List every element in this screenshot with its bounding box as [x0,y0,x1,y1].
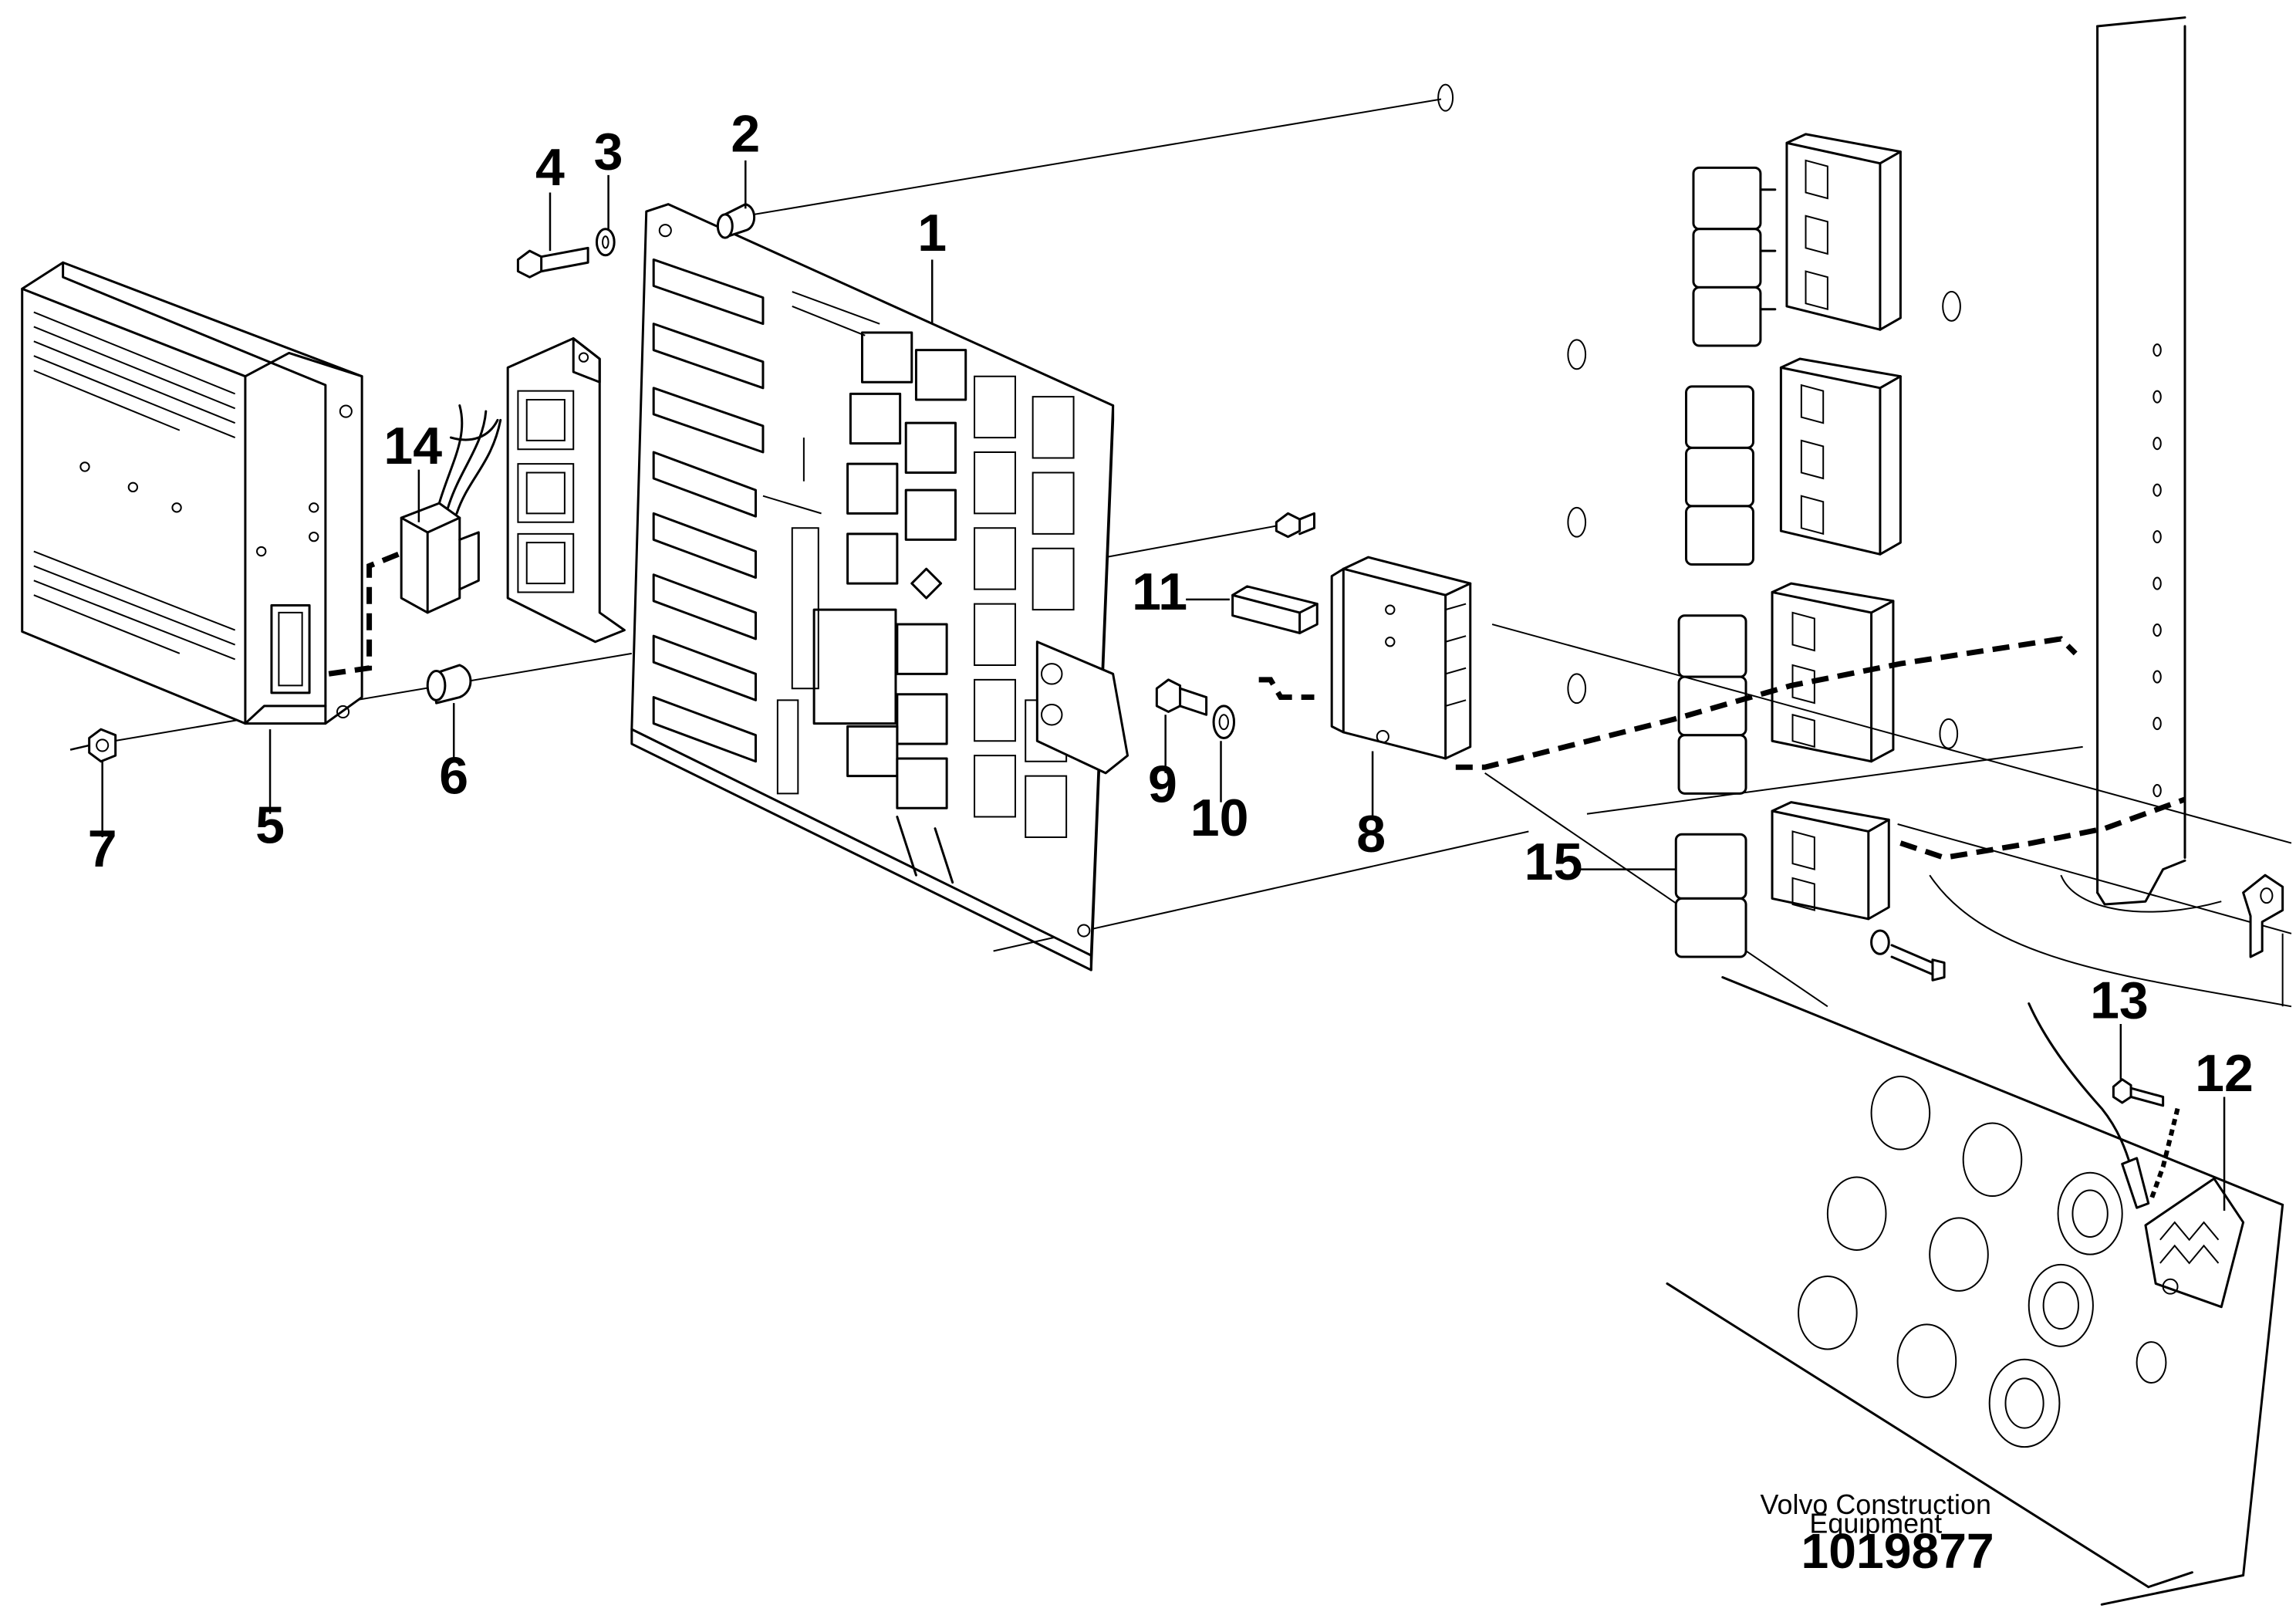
callout-15: 15 [1524,833,1583,891]
spacer-6 [427,665,471,703]
relay-stack-3 [1679,616,1746,794]
callout-12: 12 [2195,1044,2254,1103]
relay-stack-2 [1687,387,1754,565]
fuse-holder-4 [1772,803,1889,919]
nut-7 [89,729,116,762]
pillar-holes [2153,344,2160,796]
screw-9 [1156,680,1206,715]
spacer-2 [718,204,754,238]
callout-7: 7 [88,819,117,878]
board-relay-blocks [814,333,966,808]
callout-4: 4 [535,138,565,197]
callout-14: 14 [383,417,442,475]
washer-3 [596,229,614,255]
document-number: 1019877 [1801,1523,1994,1579]
ground-cable [2029,1004,2131,1168]
callout-5: 5 [255,796,285,855]
callout-8: 8 [1356,805,1386,863]
cable-lug [2122,1158,2149,1208]
plug-11 [1233,586,1318,633]
callout-labels: 1 2 3 4 5 6 7 8 9 10 11 12 13 14 15 [88,105,2254,1103]
terminal-block [1332,557,1470,759]
connection-dash-8 [1259,680,1315,698]
brand-line-1: Volvo Construction [1761,1489,1991,1520]
fuse-holder-1 [1787,134,1900,329]
callout-11: 11 [1132,563,1187,621]
callout-6: 6 [439,746,468,805]
control-unit-housing [22,262,362,723]
ground-terminal-12 [2146,1178,2244,1306]
connection-dash-pillar [1900,799,2185,858]
callout-1: 1 [917,204,947,262]
connection-dash-14 [329,554,399,674]
relay-stack-1 [1693,167,1775,346]
relay-stack-15 [1676,834,1746,957]
cab-pillar [2098,18,2185,904]
harness-connector [401,406,501,613]
screw-13 [2113,1080,2163,1106]
relay-bracket [508,339,624,642]
connection-dash-12 [2152,1109,2178,1199]
connection-dash-main [1456,639,2075,767]
callout-2: 2 [731,105,760,164]
screw-4 [518,248,588,277]
screw-fuse-holder [1872,931,1945,980]
cab-floor-outline [1492,624,2291,1006]
board-fuse-columns [974,377,1074,837]
callout-3: 3 [594,122,623,181]
callout-9: 9 [1148,755,1177,814]
bracket-clip [2244,875,2283,957]
brand-line-2: Equipment [1809,1508,1942,1539]
fuse-holder-2 [1781,359,1900,554]
circuit-board [632,204,1128,970]
board-relay-rows [653,259,763,761]
footer: Volvo Construction Equipment 1019877 [1761,1489,1994,1579]
callout-leaders [70,161,2224,1211]
screw-upper-board [1276,513,1314,536]
callout-13: 13 [2090,971,2149,1029]
fuse-holder-3 [1772,583,1893,762]
washer-10 [1214,706,1234,738]
callout-10: 10 [1190,789,1249,847]
dashboard-panel [1667,977,2283,1604]
mounting-plate-holes [1568,292,1960,748]
